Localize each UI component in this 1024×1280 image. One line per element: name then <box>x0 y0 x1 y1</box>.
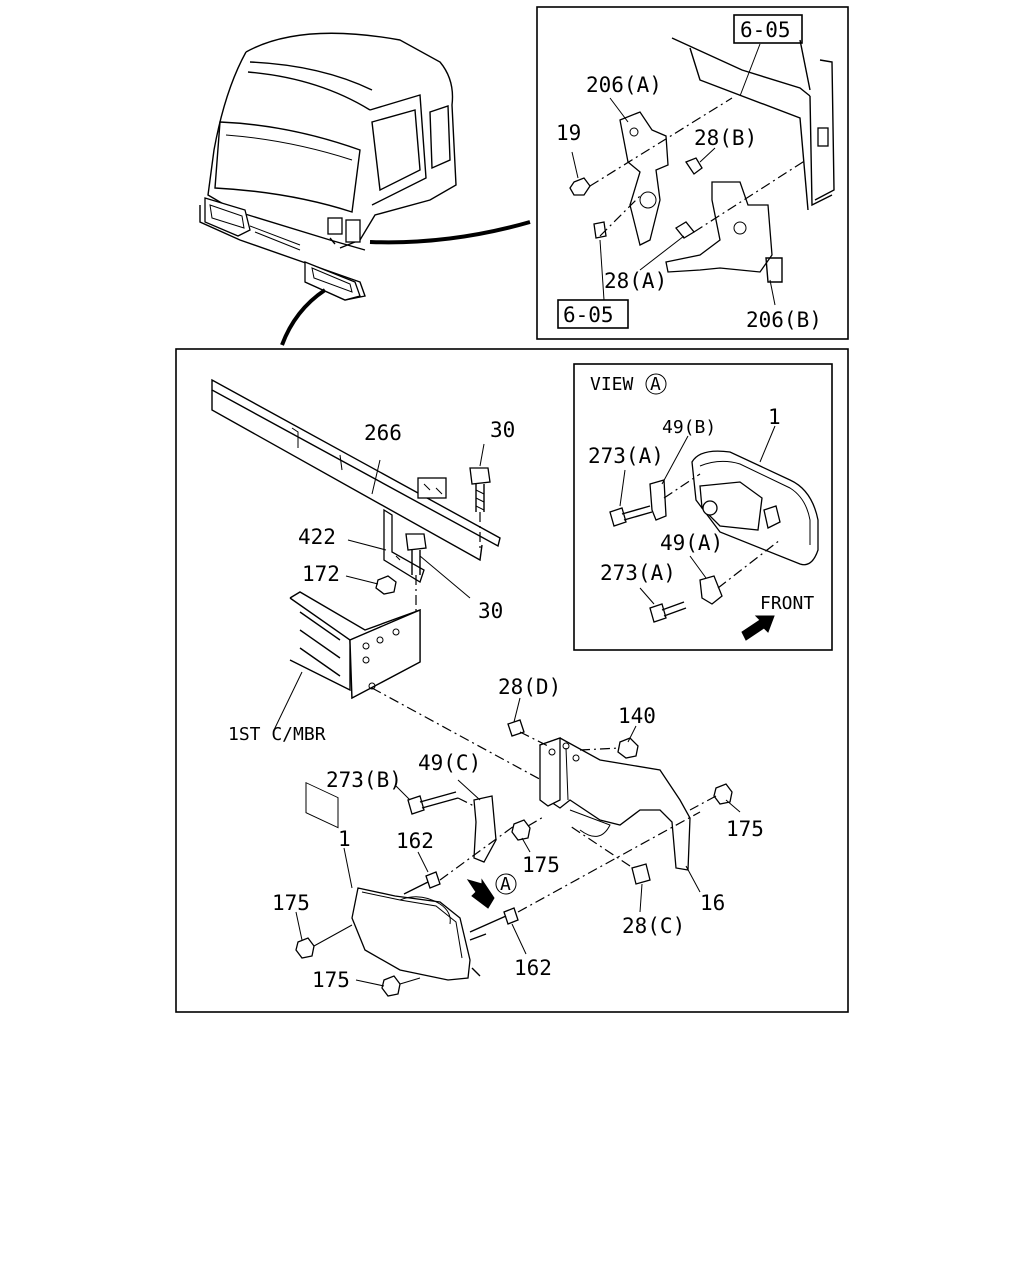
view-a-frame <box>573 363 833 651</box>
label-16: 16 <box>700 891 725 915</box>
label-206b: 206(B) <box>746 308 822 332</box>
label-front: FRONT <box>760 593 814 614</box>
label-49a: 49(A) <box>660 531 723 555</box>
main-frame <box>175 348 849 1013</box>
label-49c: 49(C) <box>418 751 481 775</box>
label-28c: 28(C) <box>622 914 685 938</box>
truck-cab-icon <box>199 32 531 346</box>
label-30-mid: 30 <box>478 599 503 623</box>
label-273a-bottom: 273(A) <box>600 561 676 585</box>
label-view-letter: A <box>650 374 661 395</box>
label-view-title: VIEW <box>590 374 634 395</box>
label-19: 19 <box>556 121 581 145</box>
label-view-marker: A <box>500 874 511 895</box>
label-49b: 49(B) <box>662 417 716 438</box>
label-1-main: 1 <box>338 827 351 851</box>
label-175-left: 175 <box>272 891 310 915</box>
label-273b: 273(B) <box>326 768 402 792</box>
upper-inset-drawing <box>557 14 835 329</box>
view-a-arrow-icon <box>466 873 517 909</box>
label-266: 266 <box>364 421 402 445</box>
label-206a: 206(A) <box>586 73 662 97</box>
label-162-top: 162 <box>396 829 434 853</box>
label-first-cmbr: 1ST C/MBR <box>228 724 326 745</box>
label-30-top: 30 <box>490 418 515 442</box>
label-140: 140 <box>618 704 656 728</box>
view-a-drawing <box>609 425 819 623</box>
label-1-view: 1 <box>768 405 781 429</box>
label-172: 172 <box>302 562 340 586</box>
view-a-circle <box>645 373 667 395</box>
label-175-mid: 175 <box>522 853 560 877</box>
label-422: 422 <box>298 525 336 549</box>
label-ref-bottom: 6-05 <box>563 303 614 327</box>
label-162-bottom: 162 <box>514 956 552 980</box>
ref-box-bottom <box>557 299 629 329</box>
main-assembly-drawing <box>211 378 741 997</box>
label-175-right: 175 <box>726 817 764 841</box>
label-ref-top: 6-05 <box>740 18 791 42</box>
upper-inset-frame <box>536 6 849 340</box>
label-273a-top: 273(A) <box>588 444 664 468</box>
label-175-bottom: 175 <box>312 968 350 992</box>
front-arrow-icon <box>741 615 775 641</box>
label-28d: 28(D) <box>498 675 561 699</box>
label-28b: 28(B) <box>694 126 757 150</box>
ref-box-top <box>733 14 803 44</box>
label-28a: 28(A) <box>604 269 667 293</box>
